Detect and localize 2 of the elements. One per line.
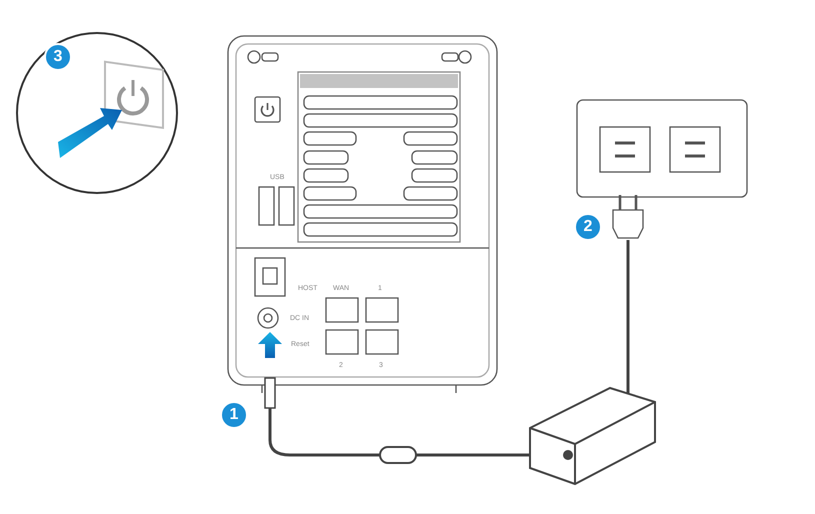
step-number-badge: 2 xyxy=(574,213,602,241)
step-number-badge: 1 xyxy=(220,401,248,429)
